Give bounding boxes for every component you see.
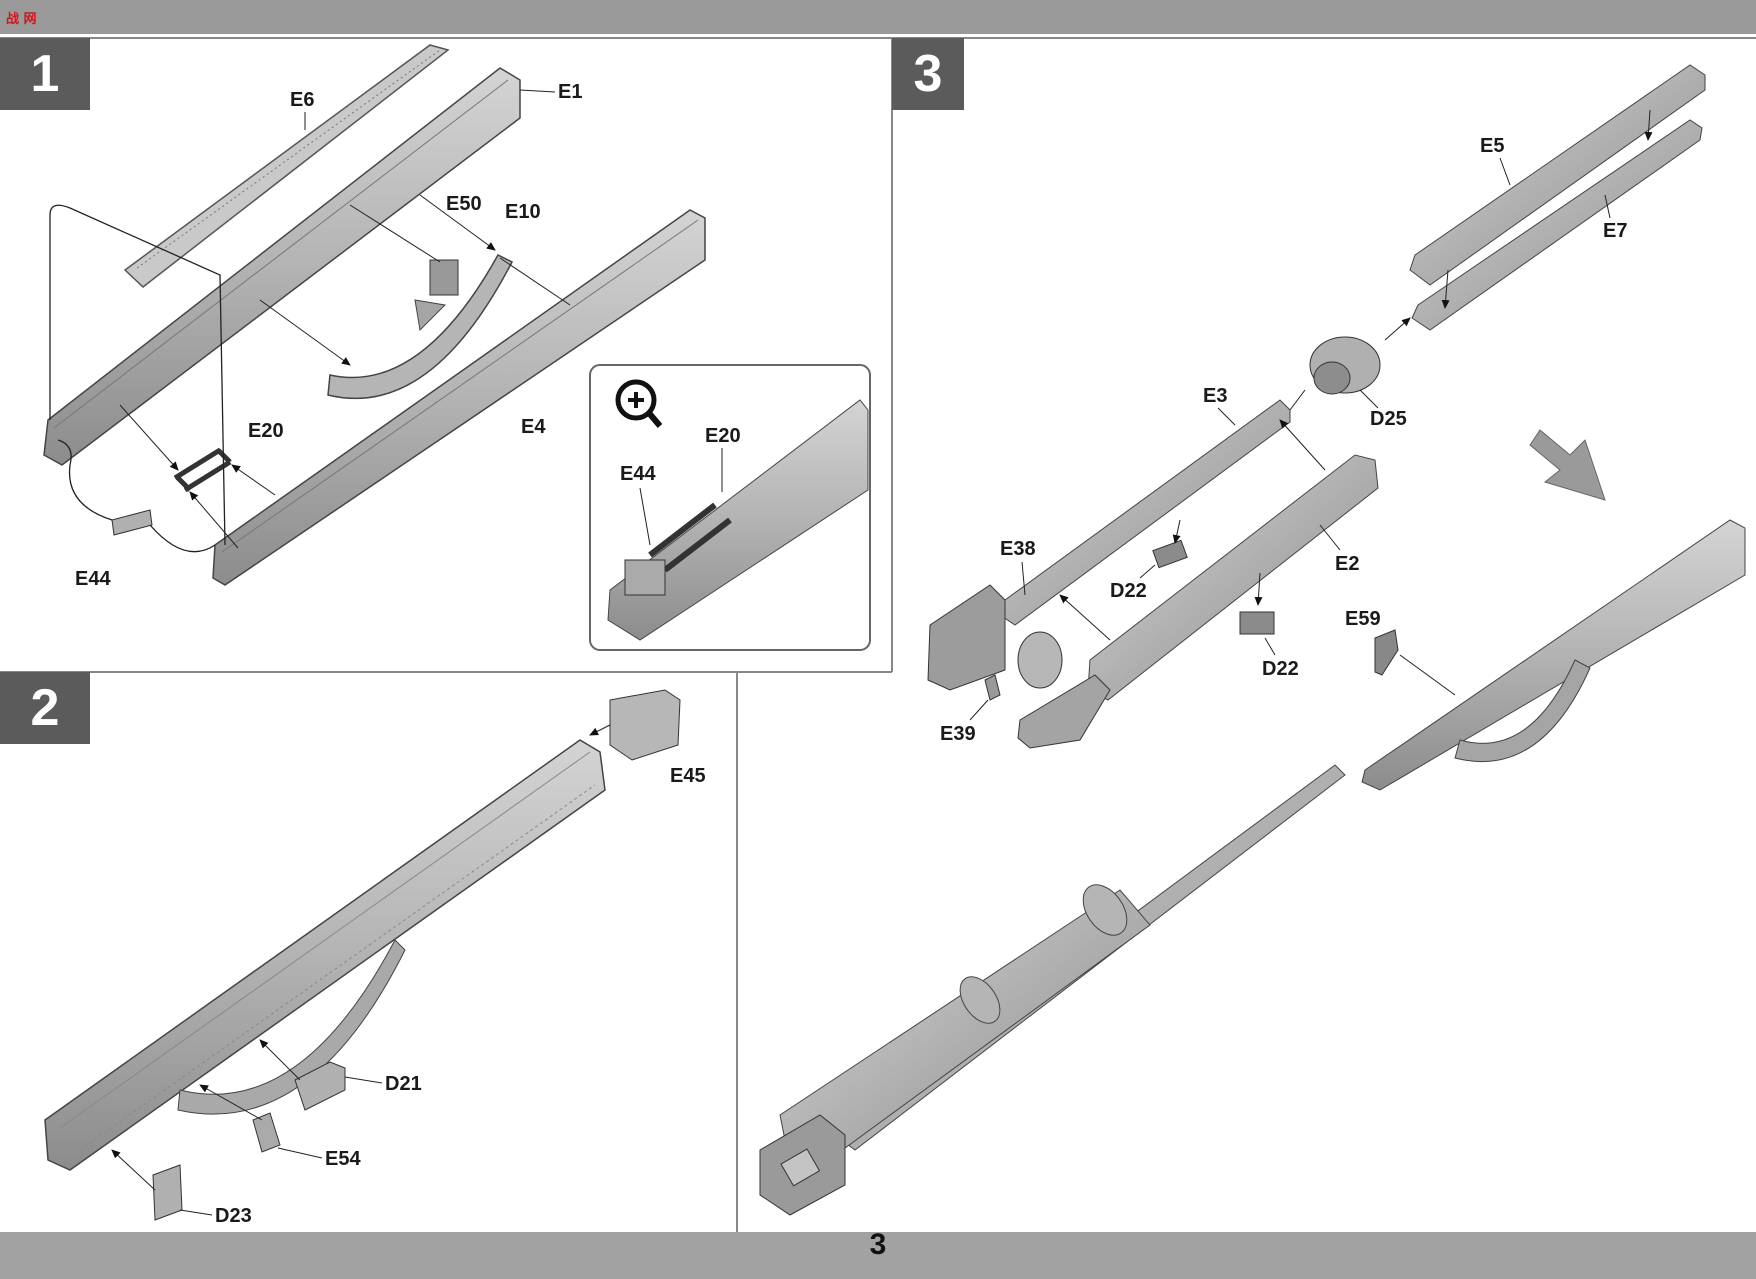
header-band (0, 0, 1756, 34)
inset-label-e44: E44 (620, 463, 656, 485)
part-label-e44: E44 (75, 568, 111, 590)
part-label-e50: E50 (446, 193, 482, 215)
part-label-d21: D21 (385, 1073, 422, 1095)
footer-band (0, 1232, 1756, 1279)
part-label-e3: E3 (1203, 385, 1227, 407)
step-2-badge: 2 (0, 672, 90, 744)
step-3-badge: 3 (892, 38, 964, 110)
part-label-e20: E20 (248, 420, 284, 442)
part-label-e38: E38 (1000, 538, 1036, 560)
part-label-e10: E10 (505, 201, 541, 223)
part-label-e5: E5 (1480, 135, 1504, 157)
part-label-d22-lower: D22 (1262, 658, 1299, 680)
part-label-d25: D25 (1370, 408, 1407, 430)
part-label-e6: E6 (290, 89, 314, 111)
part-label-e4: E4 (521, 416, 546, 438)
part-label-d22-upper: D22 (1110, 580, 1147, 602)
step-2-drawing (44, 689, 681, 1221)
part-label-d23: D23 (215, 1205, 252, 1227)
page-number: 3 (869, 1228, 887, 1261)
part-label-e59: E59 (1345, 608, 1381, 630)
part-label-e2: E2 (1335, 553, 1359, 575)
part-label-e54: E54 (325, 1148, 361, 1170)
step-1-drawing (43, 44, 706, 586)
step-1-badge: 1 (0, 38, 90, 110)
zoom-inset (589, 364, 871, 651)
site-logo: 战 网 (6, 12, 37, 27)
part-label-e39: E39 (940, 723, 976, 745)
part-label-e1: E1 (558, 81, 582, 103)
inset-label-e20: E20 (705, 425, 741, 447)
step-3-drawing (759, 64, 1746, 1216)
part-label-e45: E45 (670, 765, 706, 787)
part-label-e7: E7 (1603, 220, 1627, 242)
